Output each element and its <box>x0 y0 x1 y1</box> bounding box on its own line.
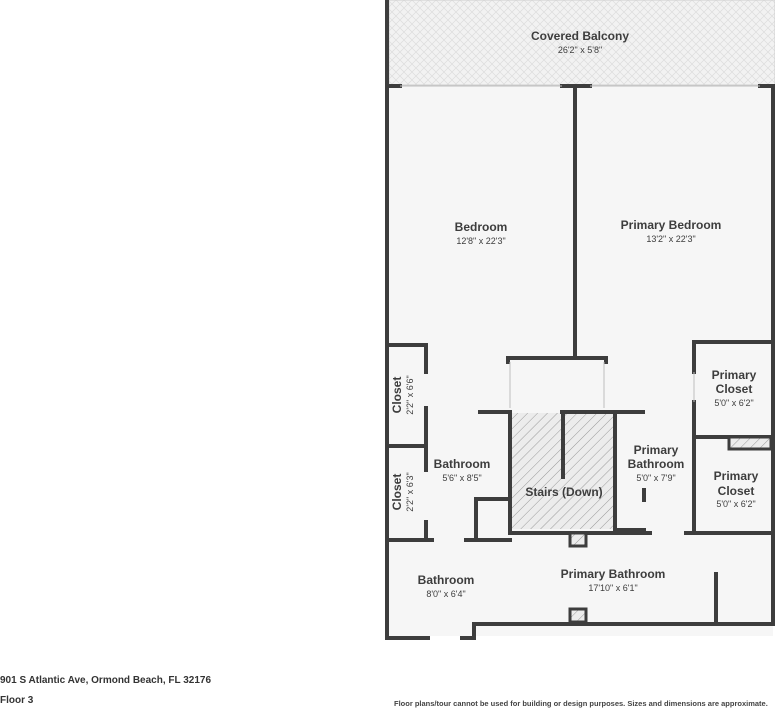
primary-bedroom-name: Primary Bedroom <box>621 218 722 232</box>
interior-floor <box>389 86 773 636</box>
primary-bathroom-small-name-1: Primary <box>634 443 679 457</box>
primary-bathroom-small-dims: 5'0" x 7'9" <box>636 473 675 483</box>
primary-bedroom-dims: 13'2" x 22'3" <box>646 234 695 244</box>
property-address: 901 S Atlantic Ave, Ormond Beach, FL 321… <box>0 675 212 686</box>
primary-closet-1-name-2: Closet <box>716 382 753 396</box>
closet-1-dims: 2'2" x 6'6" <box>405 375 415 414</box>
primary-closet-2-name-2: Closet <box>718 484 755 498</box>
bedroom-dims: 12'8" x 22'3" <box>456 236 505 246</box>
primary-bathroom-large-name: Primary Bathroom <box>561 567 666 581</box>
bathroom-1-name: Bathroom <box>434 457 491 471</box>
closet-2-dims: 2'2" x 6'3" <box>405 472 415 511</box>
disclaimer-text: Floor plans/tour cannot be used for buil… <box>394 699 768 708</box>
primary-bathroom-large-dims: 17'10" x 6'1" <box>588 583 637 593</box>
covered-balcony-dims: 26'2" x 5'8" <box>558 45 602 55</box>
primary-closet-1-dims: 5'0" x 6'2" <box>714 398 753 408</box>
primary-closet-2-dims: 5'0" x 6'2" <box>716 499 755 509</box>
walls <box>385 0 775 640</box>
vent-block-2 <box>568 531 588 548</box>
vent-block-3 <box>568 607 588 624</box>
bedroom-name: Bedroom <box>455 220 508 234</box>
bathroom-2-name: Bathroom <box>418 573 475 587</box>
primary-bathroom-small-name-2: Bathroom <box>628 457 685 471</box>
window-lines <box>400 85 760 408</box>
primary-closet-2-name-1: Primary <box>714 469 759 483</box>
stairs-name: Stairs (Down) <box>525 485 602 499</box>
closet-1-name: Closet <box>390 377 404 414</box>
bathroom-1-dims: 5'6" x 8'5" <box>442 473 481 483</box>
covered-balcony-name: Covered Balcony <box>531 29 629 43</box>
bathroom-2-dims: 8'0" x 6'4" <box>426 589 465 599</box>
floor-label: Floor 3 <box>0 695 34 706</box>
vent-block-1 <box>727 435 773 451</box>
primary-closet-1-name-1: Primary <box>712 368 757 382</box>
covered-balcony-area <box>388 0 775 86</box>
closet-2-name: Closet <box>390 474 404 511</box>
